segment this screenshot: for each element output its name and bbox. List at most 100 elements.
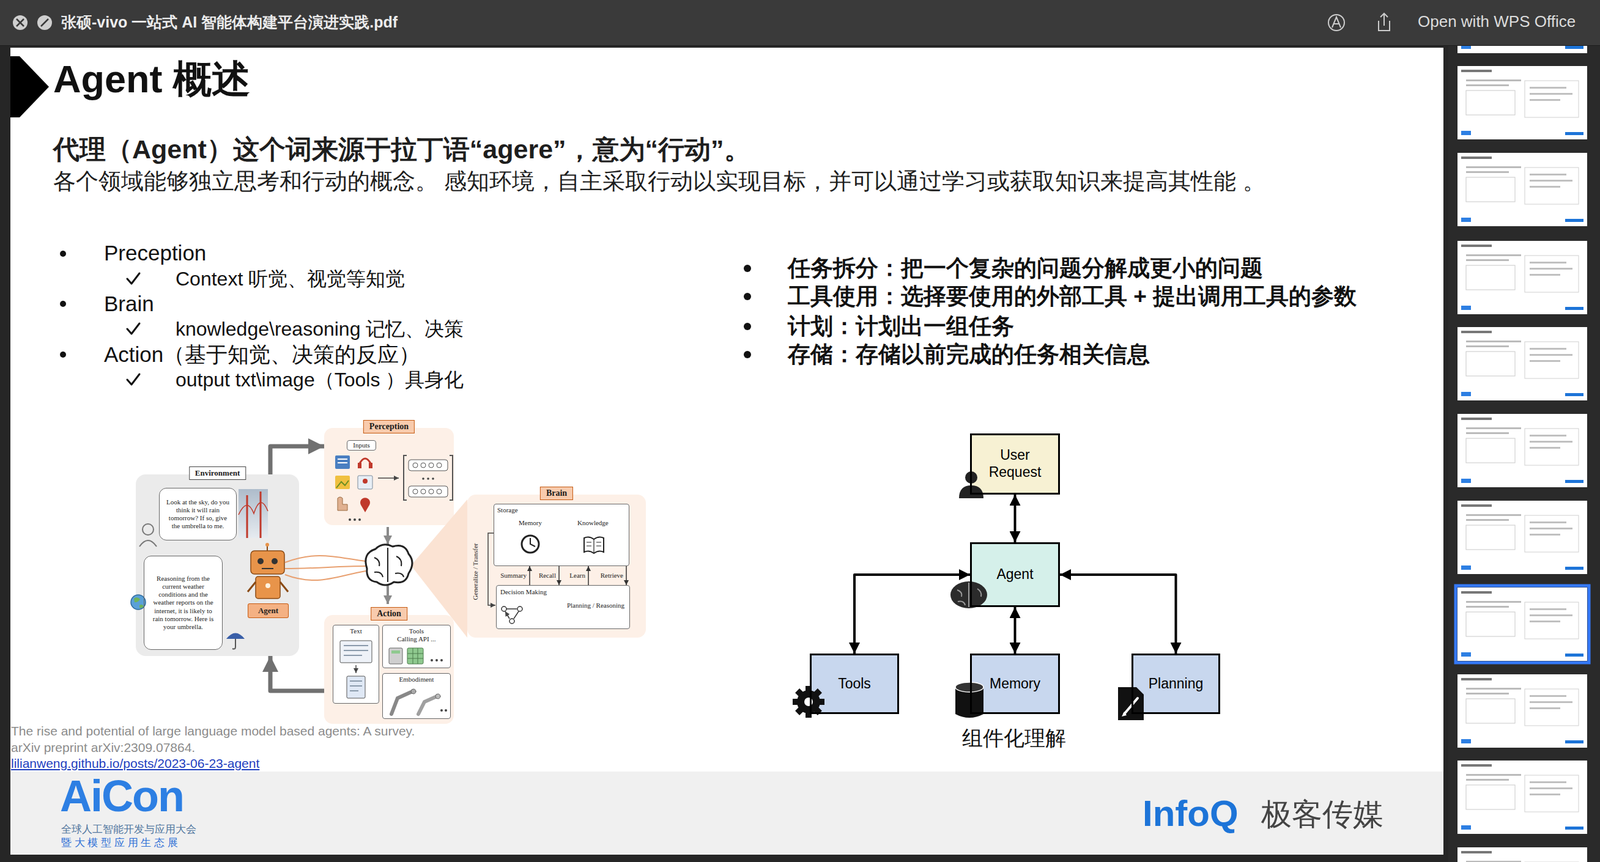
- component-box: Agent: [970, 542, 1060, 608]
- intro-heading: 代理（Agent）这个词来源于拉丁语“agere”，意为“行动”。: [53, 134, 751, 165]
- perception-input-icons: [436, 489, 442, 495]
- perception-input-icons: [336, 480, 349, 489]
- perception-input-icons: [337, 497, 348, 511]
- robot-icon: [255, 576, 281, 599]
- umbrella-icon: [232, 639, 236, 650]
- thumbnail-sidebar: [1457, 500, 1588, 575]
- citation: The rise and potential of large language…: [11, 722, 434, 756]
- brain-icon: [365, 544, 413, 586]
- embodiment-icons: [444, 709, 448, 712]
- database-icon: [955, 682, 984, 693]
- perception-input-icons: [360, 497, 371, 513]
- node-text: Memory: [989, 675, 1041, 693]
- toolbar-button: Open with WPS Office: [1417, 12, 1576, 32]
- node-text: Planning: [1148, 675, 1204, 693]
- slide-page: [10, 771, 1444, 856]
- node-fill: [382, 673, 451, 720]
- node-text: Memory: [518, 519, 542, 528]
- robot-icon: [247, 543, 289, 599]
- text-output-icon: [340, 640, 372, 663]
- embodiment-icons: [418, 697, 436, 715]
- perception-input-icons: [431, 477, 435, 481]
- bullet-dot: [59, 351, 67, 358]
- bullet-text: Preception: [103, 240, 207, 266]
- person-icon: [139, 540, 157, 547]
- thumbnail-sidebar: [1457, 587, 1588, 662]
- slide-title: Agent 概述: [53, 59, 251, 99]
- connector-arrow: [1014, 607, 1017, 654]
- agent-brain-icon: [950, 581, 988, 609]
- node-text: Inputs: [352, 441, 371, 450]
- robot-icon: [250, 551, 285, 575]
- person-icon: [139, 524, 157, 547]
- agent-brain-icon: [950, 581, 988, 609]
- node-text: Knowledge: [577, 519, 609, 528]
- embodiment-icons: [411, 689, 416, 695]
- robot-icon: [265, 583, 271, 589]
- brain-icon: [365, 544, 413, 586]
- edge-label: Summary: [499, 571, 528, 580]
- gear-icon: [795, 688, 823, 716]
- knowledge-book-icon: [584, 537, 604, 554]
- perception-input-icons: [377, 477, 399, 479]
- title-bar: [0, 45, 1600, 46]
- logo-subtitle: 暨 大 模 型 应 用 生 态 展: [61, 837, 178, 850]
- sub-bullet-text: knowledge\reasoning 记忆、决策: [175, 318, 464, 341]
- embodiment-icons: [440, 709, 443, 712]
- edge-label: Retrieve: [600, 571, 624, 580]
- logo-text: InfoQ: [1142, 792, 1239, 835]
- agent-brain-wires: [285, 571, 366, 581]
- component-box: Memory: [970, 653, 1060, 715]
- node-fill: [346, 440, 377, 451]
- node-fill: [496, 585, 630, 630]
- node-fill: [247, 603, 289, 619]
- perception-input-icons: [426, 477, 430, 481]
- embodiment-icons: [391, 689, 448, 715]
- perception-input-icons: [335, 455, 453, 522]
- node-text: Text: [349, 627, 362, 636]
- umbrella-icon: [226, 633, 245, 650]
- perception-input-icons: [412, 462, 418, 468]
- source-link: lilianweng.github.io/posts/2023-06-23-ag…: [11, 756, 260, 772]
- planning-icon: [505, 609, 519, 619]
- node-text: Storage: [497, 506, 519, 515]
- flow-arrow: [386, 585, 389, 605]
- robot-icon: [271, 558, 278, 565]
- node-fill: [970, 433, 1060, 495]
- component-box: Planning: [1131, 653, 1221, 715]
- tool-icons: [435, 659, 438, 662]
- bridge-photo: [238, 489, 268, 539]
- bridge-photo: [238, 502, 268, 515]
- agent-brain-wires: [285, 555, 366, 581]
- robot-icon: [247, 582, 289, 593]
- thumbnail-sidebar: [1448, 0, 1600, 862]
- title-bar: [0, 0, 1600, 46]
- title-bar: [1332, 17, 1341, 28]
- brain-fan: [411, 499, 468, 638]
- title-bar: [0, 0, 1600, 46]
- bullet-text: Action（基于知觉、决策的反应）: [103, 342, 421, 367]
- environment-panel: Look at the sky, do you think it will ra…: [135, 474, 300, 657]
- perception-input-icons: [357, 462, 362, 469]
- slide-page: [10, 47, 1444, 856]
- generalize-loop-line: [488, 533, 496, 606]
- perception-input-icons: [403, 455, 453, 501]
- connector-arrow: [270, 446, 325, 475]
- thumbnail-sidebar: [1448, 45, 1600, 862]
- thumbnail-sidebar: [1457, 760, 1588, 835]
- connector-arrow: [587, 566, 589, 586]
- check-mark: [127, 273, 140, 385]
- component-box: User Request: [970, 433, 1060, 495]
- node-text: Agent: [258, 606, 279, 616]
- diagram-caption: 组件化理解: [962, 726, 1067, 751]
- perception-input-icons: [337, 458, 348, 460]
- component-box: Tools: [809, 653, 900, 715]
- node-fill: [1131, 653, 1221, 715]
- bullet-dot: [743, 351, 752, 359]
- sub-box: Text: [332, 625, 380, 704]
- storage-box: StorageMemory Knowledge: [493, 503, 630, 567]
- node-fill: [159, 488, 237, 541]
- planning-icon: [509, 618, 515, 624]
- perception-input-icons: [335, 475, 350, 490]
